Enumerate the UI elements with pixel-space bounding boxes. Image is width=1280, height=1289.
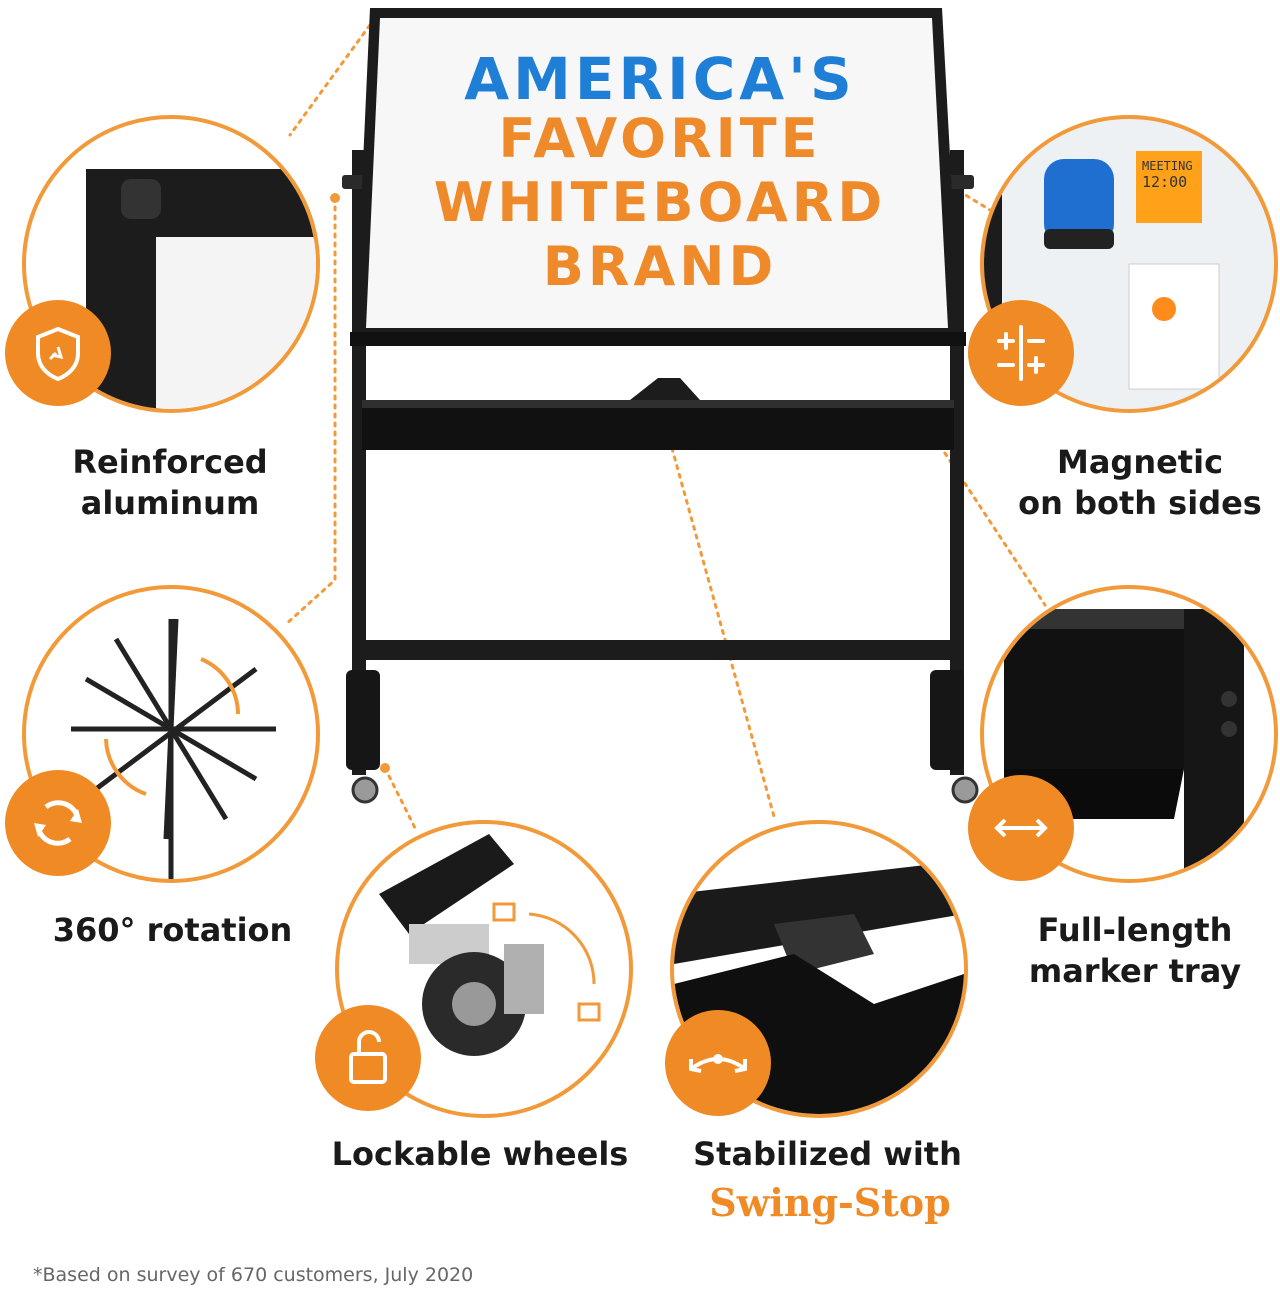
reinforced-label: Reinforced aluminum — [40, 442, 300, 524]
swing-stop-brand: Swing-Stop — [709, 1180, 951, 1225]
rotation-label: 360° rotation — [52, 911, 293, 949]
caster-wheel-illustration — [379, 834, 601, 1056]
magnetic-label-line1: Magnetic — [1056, 443, 1224, 481]
lockable-wheels-label: Lockable wheels — [331, 1135, 629, 1173]
magnetic-label-line2: on both sides — [1018, 484, 1262, 522]
unlock-icon — [349, 1030, 387, 1084]
magnetic-label: Magnetic on both sides — [1000, 442, 1280, 524]
board-headline-line2: FAVORITE — [498, 107, 822, 170]
lockable-wheels-detail — [335, 820, 633, 1118]
swing-arrow-icon — [689, 1054, 747, 1073]
sticky-note-line1: MEETING — [1142, 159, 1193, 173]
lockable-wheels-badge — [315, 1005, 421, 1111]
board-headline-line4: BRAND — [542, 235, 778, 298]
magnetic-badge — [968, 300, 1074, 406]
double-arrow-icon — [994, 818, 1048, 838]
sticky-note-line2: 12:00 — [1142, 173, 1188, 191]
frame-corner-illustration — [86, 169, 316, 409]
reinforced-aluminum-detail — [22, 115, 320, 413]
plus-minus-icon — [997, 325, 1045, 381]
reinforced-label-line2: aluminum — [80, 484, 260, 522]
shield-icon — [36, 326, 80, 382]
sticky-note-text: MEETING 12:00 — [1142, 159, 1193, 191]
board-headline-line3: WHITEBOARD — [433, 171, 887, 234]
marker-tray-label: Full-length marker tray — [1000, 910, 1270, 992]
swing-stop-badge — [665, 1010, 771, 1116]
survey-footnote: *Based on survey of 670 customers, July … — [33, 1264, 474, 1286]
reinforced-badge — [5, 300, 111, 406]
reinforced-label-line1: Reinforced — [72, 443, 268, 481]
board-headline-line1: AMERICA'S — [464, 45, 856, 113]
marker-tray-badge — [968, 775, 1074, 881]
marker-tray-label-line2: marker tray — [1028, 952, 1242, 990]
swing-stop-label: Stabilized with — [693, 1135, 962, 1173]
marker-tray-illustration — [1004, 609, 1244, 879]
rotating-board-illustration — [71, 618, 276, 879]
rotation-badge — [5, 770, 111, 876]
marker-tray-label-line1: Full-length — [1037, 911, 1233, 949]
whiteboard-stand — [342, 8, 979, 804]
rotate-icon — [34, 800, 82, 846]
